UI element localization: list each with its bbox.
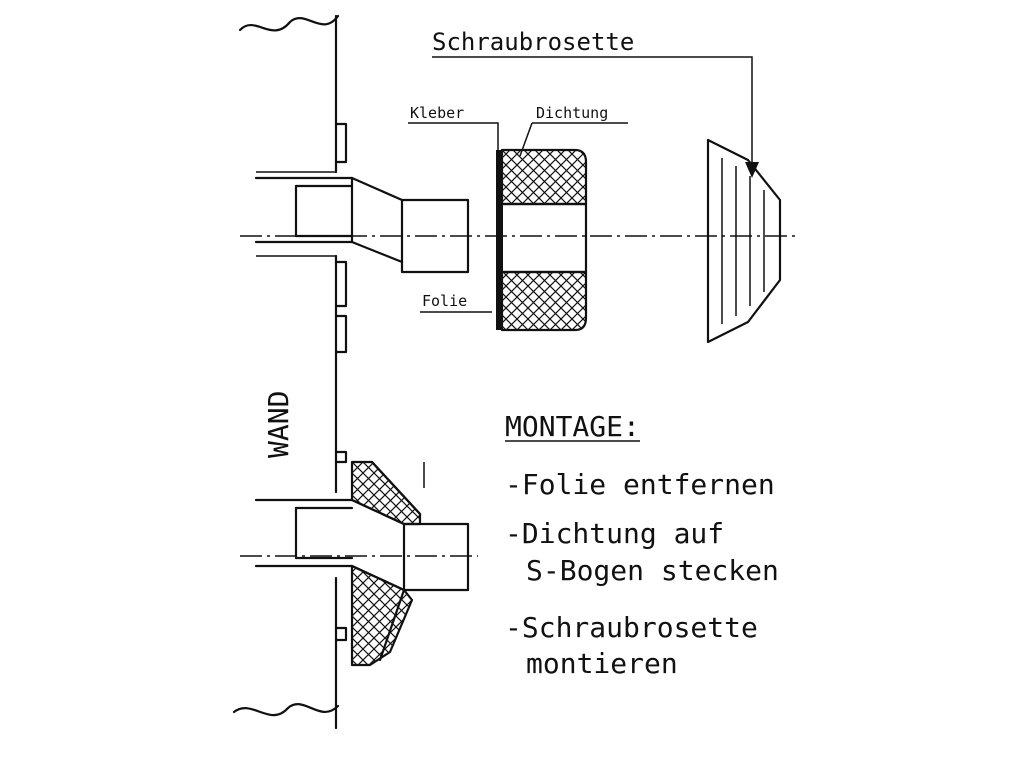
- instruction-step-3: -Schraubrosette: [505, 611, 758, 644]
- instructions-heading: MONTAGE:: [505, 410, 640, 443]
- label-folie: Folie: [422, 292, 467, 310]
- instruction-step-2-cont: S-Bogen stecken: [526, 554, 779, 587]
- leader-lines: [408, 56, 759, 313]
- instruction-step-2: -Dichtung auf: [505, 517, 724, 550]
- screw-rosette: [706, 138, 782, 344]
- label-schraubrosette: Schraubrosette: [432, 28, 634, 56]
- pipe-bottom: [254, 498, 354, 568]
- wall: [232, 14, 348, 730]
- adhesive-film: [496, 150, 503, 330]
- pipe-top: [254, 176, 354, 244]
- assembly-instructions: MONTAGE: -Folie entfernen -Dichtung auf …: [505, 410, 779, 680]
- instruction-step-3-cont: montieren: [526, 647, 678, 680]
- label-kleber: Kleber: [410, 104, 464, 122]
- s-bend-bottom: [350, 498, 470, 592]
- label-wand: WAND: [262, 391, 295, 458]
- seal-ring: [496, 148, 588, 332]
- label-dichtung: Dichtung: [536, 104, 608, 122]
- seal-assembled: [350, 460, 422, 667]
- instruction-step-1: -Folie entfernen: [505, 468, 775, 501]
- s-bend-top: [350, 176, 470, 274]
